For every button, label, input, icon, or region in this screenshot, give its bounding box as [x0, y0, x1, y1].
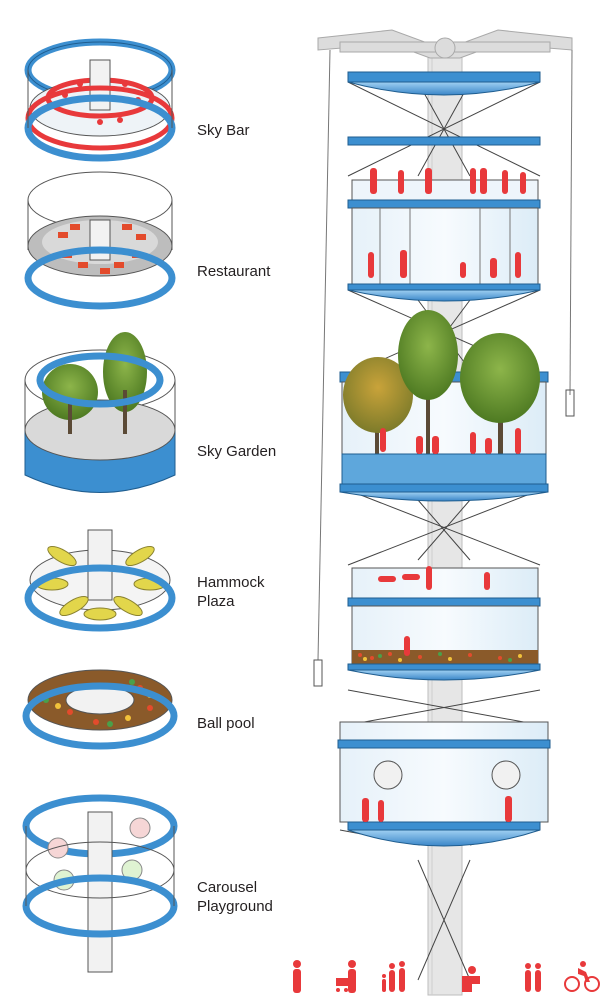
module-ball-pool: [22, 669, 178, 750]
people-sky-garden: [380, 428, 521, 454]
crane-top: [317, 29, 573, 59]
couple-icon: [525, 963, 541, 992]
module-hammock-plaza: [24, 529, 176, 632]
tower-elevation: [313, 29, 575, 996]
tower-level-hammock-ball: [347, 566, 541, 681]
level-label-carousel-playground: Carousel Playground: [197, 879, 273, 915]
cable-hook: [313, 659, 323, 687]
tower-level-sky-garden: [339, 310, 549, 502]
crane-cable: [317, 49, 331, 661]
crane-cable-right: [569, 49, 573, 396]
level-label-sky-bar: Sky Bar: [197, 122, 250, 139]
module-sky-bar: [24, 38, 176, 162]
level-label-ball-pool: Ball pool: [197, 715, 255, 732]
cable-hook-right: [565, 389, 575, 417]
level-label-sky-garden: Sky Garden: [197, 443, 277, 460]
people-carousel: [362, 796, 512, 822]
sky-garden-trees: [343, 310, 540, 455]
cyclist-icon: [564, 961, 600, 992]
level-label-hammock-plaza: Hammock Plaza: [197, 574, 265, 610]
module-carousel-playground: [22, 794, 178, 973]
people-sky-bar: [368, 168, 526, 278]
person-sitting-icon: [462, 966, 480, 992]
module-sky-garden: [24, 332, 176, 493]
family-icon: [382, 961, 405, 992]
standing-person-icon: [293, 960, 301, 993]
person-with-stroller-icon: [336, 960, 356, 993]
legend-figures: [293, 960, 600, 993]
level-label-restaurant: Restaurant: [197, 263, 271, 280]
module-restaurant: [24, 171, 176, 310]
people-hammock: [378, 566, 490, 656]
tower-level-sky-bar: [347, 71, 541, 302]
tower-level-carousel: [337, 721, 551, 847]
